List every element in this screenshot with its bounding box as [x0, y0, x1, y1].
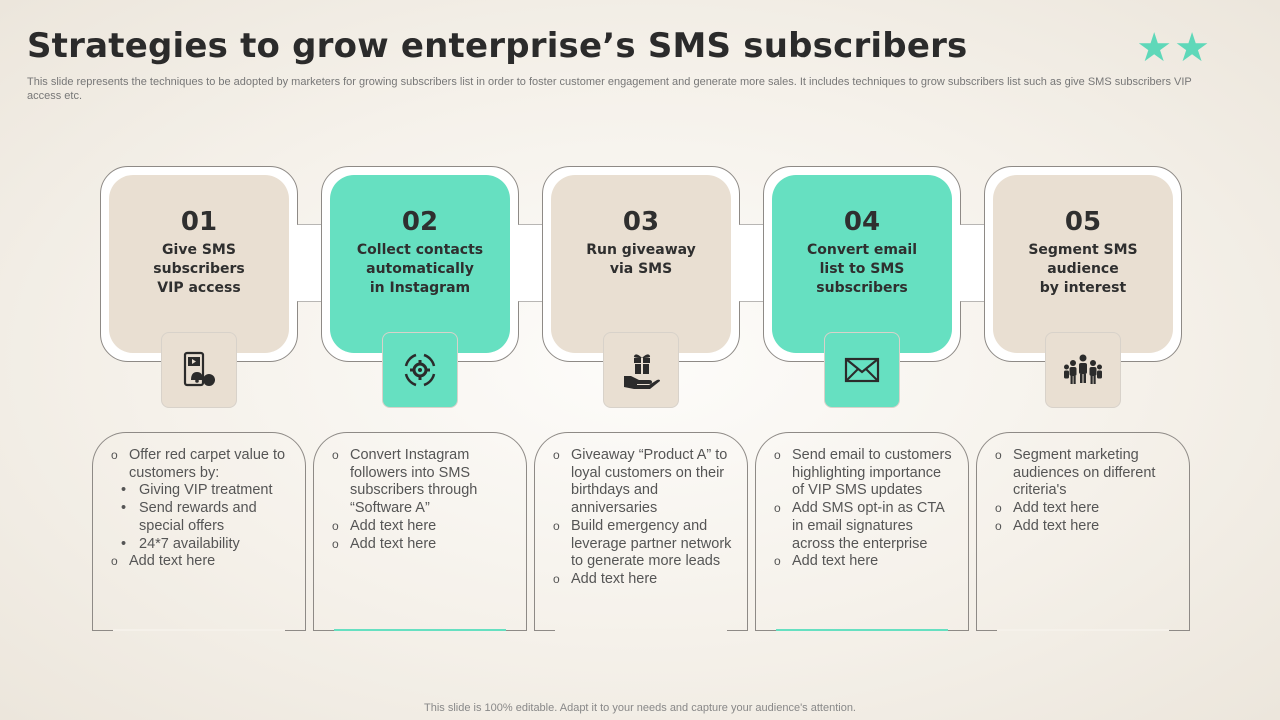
- step-title: Give SMS subscribers VIP access: [153, 242, 245, 296]
- step-title: Run giveaway via SMS: [586, 242, 696, 277]
- detail-item: Giveaway “Product A” to loyal customers …: [551, 447, 735, 518]
- detail-item: Add text here: [551, 571, 735, 589]
- detail-item: Add text here: [772, 553, 956, 571]
- detail-item: Add SMS opt-in as CTA in email signature…: [772, 500, 956, 553]
- envelope-icon: [824, 332, 900, 408]
- step-number: 05: [1064, 207, 1102, 237]
- detail-item: Add text here: [330, 536, 514, 554]
- step-detail-card: Giveaway “Product A” to loyal customers …: [534, 432, 748, 631]
- star-icon: ★: [1136, 25, 1173, 71]
- gear-sync-icon: [382, 332, 458, 408]
- detail-card-accent-line: [997, 629, 1169, 631]
- footer-note: This slide is 100% editable. Adapt it to…: [424, 702, 856, 714]
- detail-list: Offer red carpet value to customers by:G…: [109, 447, 293, 571]
- detail-card-accent-line: [555, 629, 727, 631]
- step-number: 04: [843, 207, 881, 237]
- step-detail-card: Convert Instagram followers into SMS sub…: [313, 432, 527, 631]
- step-number: 03: [622, 207, 660, 237]
- detail-card-accent-line: [334, 629, 506, 631]
- detail-item: Offer red carpet value to customers by:: [109, 447, 293, 482]
- step-number: 02: [401, 207, 439, 237]
- detail-item: Add text here: [109, 553, 293, 571]
- detail-item: Add text here: [993, 500, 1177, 518]
- page-subtitle: This slide represents the techniques to …: [27, 76, 1192, 102]
- detail-item: Build emergency and leverage partner net…: [551, 518, 735, 571]
- gift-hand-icon: [603, 332, 679, 408]
- detail-item: Segment marketing audiences on different…: [993, 447, 1177, 500]
- step-detail-card: Send email to customers highlighting imp…: [755, 432, 969, 631]
- detail-card-accent-line: [113, 629, 285, 631]
- detail-list: Giveaway “Product A” to loyal customers …: [551, 447, 735, 589]
- step-number: 01: [180, 207, 218, 237]
- detail-item: Send email to customers highlighting imp…: [772, 447, 956, 500]
- step-detail-card: Segment marketing audiences on different…: [976, 432, 1190, 631]
- detail-item: 24*7 availability: [109, 536, 293, 554]
- detail-list: Convert Instagram followers into SMS sub…: [330, 447, 514, 553]
- detail-item: Convert Instagram followers into SMS sub…: [330, 447, 514, 518]
- people-group-icon: [1045, 332, 1121, 408]
- step-title: Collect contacts automatically in Instag…: [356, 242, 484, 296]
- page-title: Strategies to grow enterprise’s SMS subs…: [27, 26, 968, 66]
- detail-item: Add text here: [993, 518, 1177, 536]
- detail-item: Giving VIP treatment: [109, 482, 293, 500]
- detail-item: Send rewards and special offers: [109, 500, 293, 535]
- mobile-video-notification-icon: [161, 332, 237, 408]
- detail-list: Send email to customers highlighting imp…: [772, 447, 956, 571]
- star-icon: ★: [1174, 25, 1210, 71]
- stars-decoration: ★ ★: [1136, 25, 1210, 71]
- step-title: Convert email list to SMS subscribers: [806, 242, 918, 296]
- detail-card-accent-line: [776, 629, 948, 631]
- detail-item: Add text here: [330, 518, 514, 536]
- detail-list: Segment marketing audiences on different…: [993, 447, 1177, 536]
- step-title: Segment SMS audience by interest: [1028, 242, 1138, 296]
- step-detail-card: Offer red carpet value to customers by:G…: [92, 432, 306, 631]
